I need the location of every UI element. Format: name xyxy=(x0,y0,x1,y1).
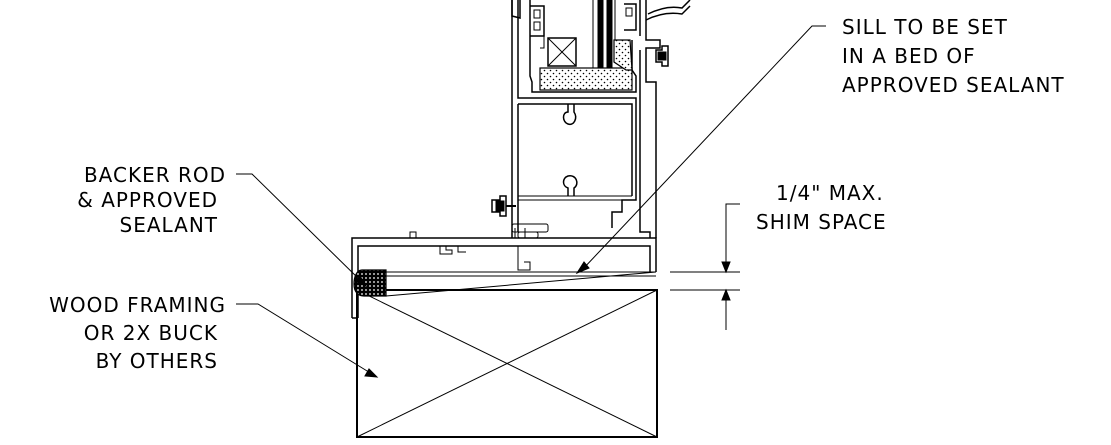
leader-sill-bed xyxy=(575,25,826,275)
leader-wood-framing xyxy=(236,303,379,378)
note-wood-framing-line-2: OR 2X BUCK xyxy=(84,321,218,345)
vertical-frame xyxy=(511,0,691,238)
screw-left xyxy=(491,195,516,217)
note-sill-bed: SILL TO BE SET IN A BED OF APPROVED SEAL… xyxy=(842,15,1065,97)
note-shim-space-line-1: 1/4" MAX. xyxy=(776,181,884,205)
note-shim-space-line-2: SHIM SPACE xyxy=(756,210,887,234)
note-wood-framing-line-1: WOOD FRAMING xyxy=(49,293,226,317)
note-backer-rod: BACKER ROD & APPROVED SEALANT xyxy=(77,163,226,237)
sill-sealant-bed xyxy=(385,271,657,297)
note-sill-bed-line-1: SILL TO BE SET xyxy=(842,15,1008,39)
note-sill-bed-line-3: APPROVED SEALANT xyxy=(842,73,1065,97)
note-shim-space: 1/4" MAX. SHIM SPACE xyxy=(756,181,887,234)
backer-rod xyxy=(353,269,387,297)
shim-space-dimension xyxy=(670,228,740,330)
wood-framing-block xyxy=(356,289,658,438)
note-sill-bed-line-2: IN A BED OF xyxy=(842,44,976,68)
screw-right xyxy=(655,45,669,67)
leader-backer-rod xyxy=(236,173,368,288)
note-wood-framing: WOOD FRAMING OR 2X BUCK BY OTHERS xyxy=(49,293,226,373)
note-backer-rod-line-3: SEALANT xyxy=(120,213,218,237)
sill-frame-profile xyxy=(351,223,657,319)
note-backer-rod-line-2: & APPROVED xyxy=(77,188,218,212)
leader-shim-space xyxy=(725,203,740,228)
note-wood-framing-line-3: BY OTHERS xyxy=(96,349,218,373)
note-backer-rod-line-1: BACKER ROD xyxy=(84,163,226,187)
